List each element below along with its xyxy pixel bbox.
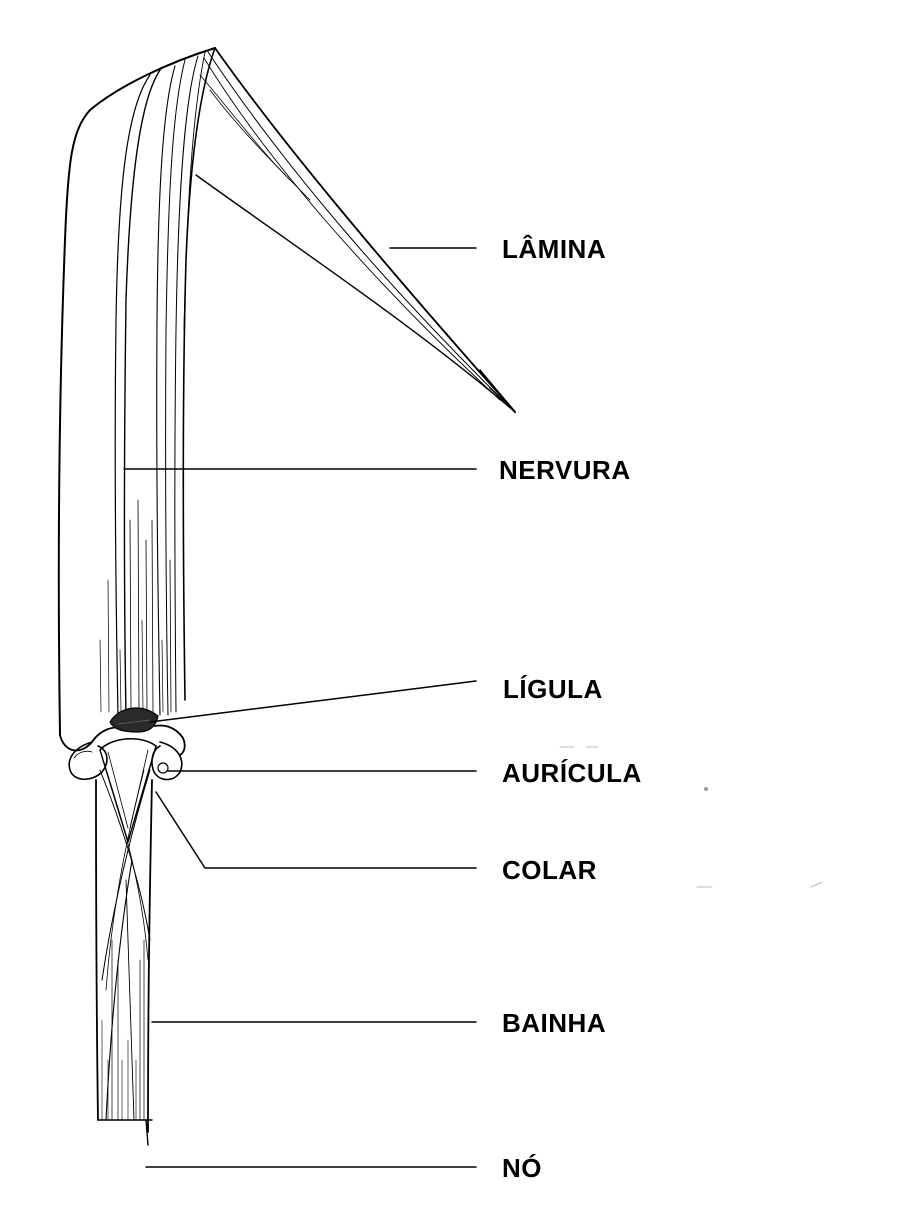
stray-dot [704,787,708,791]
leader-colar [156,792,476,868]
label-ligula: LÍGULA [503,674,603,705]
ligula [110,708,158,732]
leaf-blade [59,48,215,755]
label-no: NÓ [502,1153,542,1184]
leader-ligula [150,681,476,722]
label-auricula: AURÍCULA [502,758,642,789]
blade-tip [196,48,515,412]
label-colar: COLAR [502,855,597,886]
label-bainha: BAINHA [502,1008,606,1039]
label-lamina: LÂMINA [502,234,606,265]
label-nervura: NERVURA [499,455,631,486]
leader-lines [124,248,476,1167]
node [98,1120,152,1145]
sheath [96,770,152,1132]
